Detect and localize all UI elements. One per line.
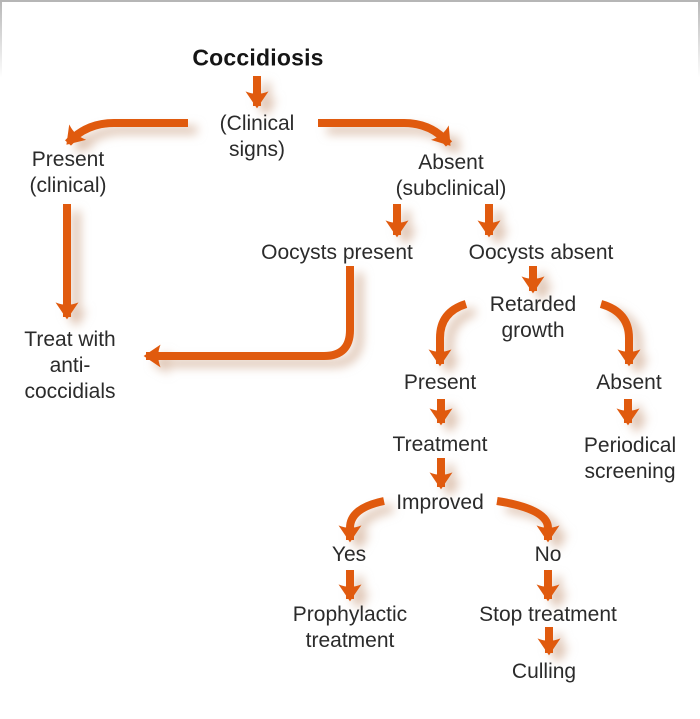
- node-absent-subclinical: Absent (subclinical): [395, 150, 507, 200]
- frame-border-left: [0, 0, 2, 78]
- node-no: No: [534, 542, 562, 566]
- node-stop-treatment: Stop treatment: [479, 602, 617, 626]
- frame-border-right: [698, 0, 700, 78]
- arrow-clinical-signs-to-absent-subclinical: [318, 119, 453, 147]
- arrow-improved-to-yes: [338, 497, 385, 543]
- node-oocysts-present: Oocysts present: [261, 240, 413, 264]
- node-treatment: Treatment: [392, 432, 488, 456]
- node-clinical-signs: (Clinical signs): [219, 111, 295, 161]
- node-oocysts-absent: Oocysts absent: [468, 240, 614, 264]
- arrow-group: [55, 76, 641, 656]
- arrow-improved-to-no: [496, 497, 560, 543]
- node-growth-absent: Absent: [596, 370, 662, 394]
- node-retarded-growth: Retarded growth: [489, 292, 577, 342]
- arrow-oocysts-present-to-treat: [143, 266, 354, 368]
- frame-border-top: [0, 0, 700, 2]
- node-coccidiosis-title: Coccidiosis: [192, 44, 324, 71]
- arrow-clinical-signs-to-present-clinical: [65, 119, 188, 146]
- node-treat-with-anticoccidials: Treat with anti- coccidials: [24, 327, 116, 404]
- node-culling: Culling: [511, 659, 577, 683]
- node-periodical-screening: Periodical screening: [583, 433, 677, 483]
- node-prophylactic-treatment: Prophylactic treatment: [292, 602, 408, 652]
- node-improved: Improved: [396, 490, 484, 514]
- arrow-retarded-growth-to-present: [428, 300, 468, 367]
- node-growth-present: Present: [403, 370, 477, 394]
- node-yes: Yes: [331, 542, 367, 566]
- node-present-clinical: Present (clinical): [29, 147, 107, 197]
- arrow-retarded-growth-to-absent: [599, 300, 641, 367]
